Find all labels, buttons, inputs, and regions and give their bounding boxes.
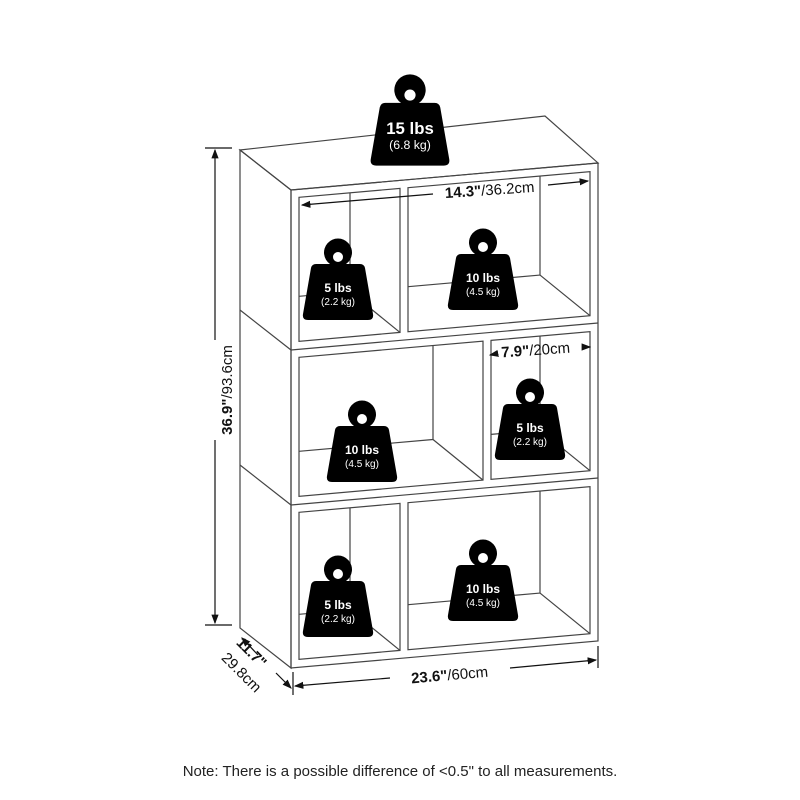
weight-sub-label: (2.2 kg) xyxy=(321,297,355,308)
shelf-front xyxy=(290,162,599,669)
weight-hole xyxy=(525,392,535,402)
weight-label: 10 lbs xyxy=(466,582,500,596)
cube-corner-edge xyxy=(539,592,591,635)
weight-icon-middle-left: 10 lbs (4.5 kg) xyxy=(326,400,398,482)
height-dimension-label: 36.9"/93.6cm xyxy=(219,345,236,435)
weight-sub-label: (2.2 kg) xyxy=(513,437,547,448)
weight-sub-label: (6.8 kg) xyxy=(389,138,431,152)
shelf-side-panel xyxy=(239,148,292,670)
weight-label: 5 lbs xyxy=(324,598,352,612)
weight-shape xyxy=(447,228,519,310)
module-seam xyxy=(290,477,599,506)
weight-label: 15 lbs xyxy=(386,119,434,138)
cube-corner-edge xyxy=(432,439,484,481)
dimension-lines xyxy=(205,147,599,695)
weight-label: 5 lbs xyxy=(324,281,352,295)
weight-icon-top: 15 lbs(6.8 kg) xyxy=(370,74,450,166)
weight-icon-middle-right: 5 lbs (2.2 kg) xyxy=(494,378,566,460)
width-arrow-left xyxy=(293,677,391,689)
weight-icon-top-right: 10 lbs (4.5 kg) xyxy=(447,228,519,310)
weight-hole xyxy=(404,89,416,101)
module-seam xyxy=(239,464,292,506)
small-cube-arrow-left xyxy=(488,349,499,357)
weight-hole xyxy=(357,414,367,424)
weight-label: 10 lbs xyxy=(345,443,379,457)
depth-arrow-up xyxy=(241,637,259,656)
large-cube-arrow-left xyxy=(300,193,434,208)
module-seam xyxy=(290,322,599,351)
weight-shape xyxy=(302,238,374,320)
weight-hole xyxy=(478,553,488,563)
depth-arrow-down xyxy=(275,672,292,689)
bookshelf-outline xyxy=(238,115,600,670)
large-cube-arrow-right xyxy=(547,178,590,186)
width-arrow-right xyxy=(509,657,598,669)
weight-hole xyxy=(333,569,343,579)
weight-sub-label: (2.2 kg) xyxy=(321,614,355,625)
weight-shape xyxy=(447,539,519,621)
weight-hole xyxy=(478,242,488,252)
weight-shape xyxy=(370,74,450,166)
weight-shape xyxy=(494,378,566,460)
small-cube-width-label: 7.9"/20cm xyxy=(501,340,571,362)
weight-hole xyxy=(333,252,343,262)
weight-sub-label: (4.5 kg) xyxy=(466,598,500,609)
large-cube-width-label: 14.3"/36.2cm xyxy=(444,179,535,202)
weight-shape xyxy=(302,555,374,637)
weight-label: 5 lbs xyxy=(516,421,544,435)
weight-icon-bottom-left: 5 lbs (2.2 kg) xyxy=(302,555,374,637)
weight-shape xyxy=(326,400,398,482)
weight-icon-bottom-right: 10 lbs (4.5 kg) xyxy=(447,539,519,621)
measurement-note: Note: There is a possible difference of … xyxy=(182,763,618,780)
cube-corner-edge xyxy=(539,274,591,317)
weight-icon-top-left: 5 lbs (2.2 kg) xyxy=(302,238,374,320)
module-seam xyxy=(239,309,292,351)
weight-label: 10 lbs xyxy=(466,271,500,285)
weight-sub-label: (4.5 kg) xyxy=(466,287,500,298)
width-dimension-label: 23.6"/60cm xyxy=(410,664,488,688)
weight-sub-label: (4.5 kg) xyxy=(345,459,379,470)
